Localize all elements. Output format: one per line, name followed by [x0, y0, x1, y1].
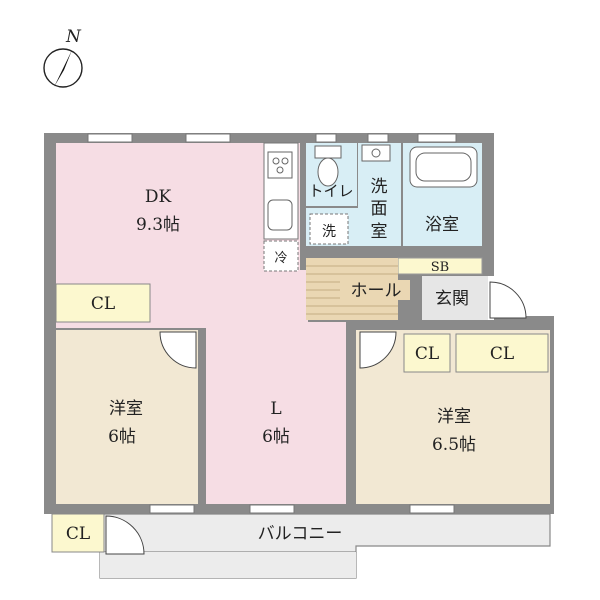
closet-dk — [55, 283, 151, 323]
closet-balcony-label: CL — [66, 524, 90, 544]
outer-wall-bottom — [44, 505, 554, 514]
shoe-box-label: SB — [431, 260, 449, 275]
faucet-icon — [371, 148, 381, 158]
western-left-size: 6帖 — [108, 427, 136, 447]
toilet-room: トイレ — [306, 143, 357, 206]
burner-icon — [276, 166, 284, 174]
hall-label: ホール — [351, 281, 402, 301]
toilet-label: トイレ — [308, 182, 353, 200]
room-dk-mid — [158, 270, 308, 328]
door-swing-icon — [359, 331, 397, 369]
washroom-label-3: 室 — [371, 222, 388, 242]
closet-dk-label: CL — [91, 294, 115, 314]
entrance-door-icon — [489, 281, 527, 319]
western-room-left: 洋室 6帖 — [56, 330, 198, 504]
bath-label: 浴室 — [425, 215, 459, 235]
balcony: CL バルコニー — [51, 513, 551, 579]
north-arrow-icon — [54, 50, 72, 87]
living-label: L — [270, 399, 281, 419]
western-right-size: 6.5帖 — [432, 435, 476, 455]
north-label: N — [65, 27, 82, 47]
compass: N — [43, 27, 83, 88]
windows — [87, 133, 457, 514]
wash-basin-icon — [361, 144, 391, 162]
closet-right-1-label: CL — [415, 344, 439, 364]
kitchen-counter — [263, 142, 299, 240]
living-size: 6帖 — [262, 427, 290, 447]
window — [249, 504, 295, 514]
toilet-tank-icon — [314, 145, 342, 159]
balcony-label: バルコニー — [258, 524, 343, 544]
bath-room: 浴室 — [403, 143, 482, 246]
dk-size: 9.3帖 — [136, 215, 180, 235]
room-entrance — [422, 276, 488, 320]
closet-balcony — [51, 513, 105, 553]
entrance-label: 玄関 — [435, 289, 469, 309]
window — [409, 504, 455, 514]
burner-icon — [272, 157, 280, 165]
washroom-label-2: 面 — [371, 199, 388, 219]
bathtub-inner-icon — [415, 152, 472, 182]
western-right-label: 洋室 — [437, 407, 471, 427]
sink-icon — [267, 199, 293, 231]
room-living — [206, 322, 346, 504]
washroom: 洗 洗 面 室 — [306, 143, 401, 246]
stove-icon — [267, 151, 293, 179]
window — [417, 133, 457, 143]
closet-right-2 — [455, 333, 549, 373]
entrance: 玄関 — [422, 276, 488, 320]
door-swing-icon — [105, 515, 145, 555]
washroom-label-1: 洗 — [371, 177, 388, 197]
western-room-right: CL CL 洋室 6.5帖 — [356, 330, 550, 504]
window — [87, 133, 133, 143]
kitchen: 冷 — [263, 142, 299, 272]
hall: ホール — [306, 258, 410, 320]
closet-right-2-label: CL — [490, 344, 514, 364]
window — [185, 133, 231, 143]
western-left-label: 洋室 — [109, 399, 143, 419]
fridge-space — [263, 240, 299, 272]
window — [367, 133, 389, 143]
bathtub-icon — [409, 146, 478, 188]
fridge-label: 冷 — [274, 251, 287, 266]
toilet-bowl-icon — [317, 157, 339, 187]
door-swing-icon — [159, 331, 197, 369]
window — [315, 133, 337, 143]
burner-icon — [281, 157, 289, 165]
compass-ring — [43, 48, 83, 88]
washer-space — [309, 213, 349, 245]
window — [149, 504, 195, 514]
washer-label: 洗 — [322, 224, 336, 240]
closet-right-1 — [403, 333, 451, 373]
dk-label: DK — [145, 187, 172, 207]
